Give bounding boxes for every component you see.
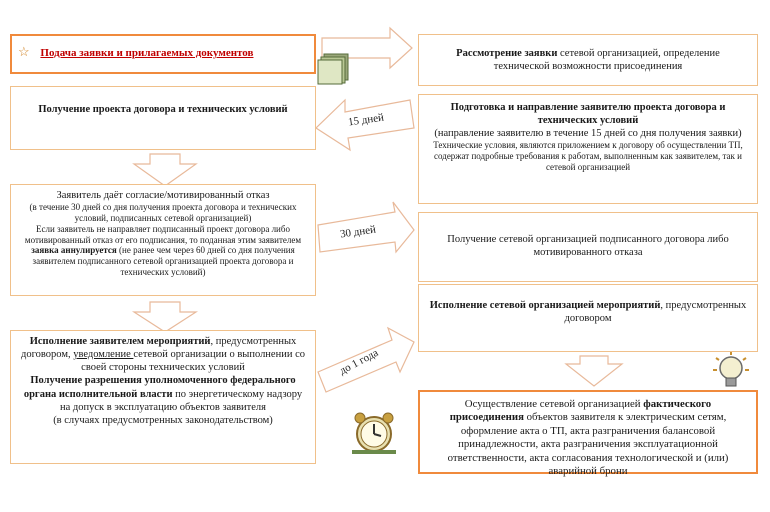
step-consent-note: Если заявитель не направляет подписанный…	[17, 224, 309, 278]
step-receive-signed: Получение сетевой организацией подписанн…	[418, 212, 758, 282]
lightbulb-icon	[710, 350, 752, 394]
step-receive-signed-text: Получение сетевой организацией подписанн…	[447, 234, 728, 258]
arrow-down-1	[134, 154, 196, 186]
step-prepare-contract: Подготовка и направление заявителю проек…	[418, 94, 758, 204]
step-consider: Рассмотрение заявки сетевой организацией…	[418, 34, 758, 86]
step-exec-network: Исполнение сетевой организацией мероприя…	[418, 284, 758, 352]
step-receive-title: Получение проекта договора и технических…	[38, 104, 287, 115]
step-prepare-title: Подготовка и направление заявителю проек…	[427, 101, 749, 127]
step-submit-title: Подача заявки и прилагаемых документов	[40, 47, 253, 59]
star-icon: ☆	[18, 44, 30, 59]
arrow-down-2	[134, 302, 196, 332]
step-final-connection: Осуществление сетевой организацией факти…	[418, 390, 758, 474]
documents-icon	[316, 52, 354, 86]
step-consider-title: Рассмотрение заявки	[456, 48, 557, 59]
step-exec-network-title: Исполнение сетевой организацией мероприя…	[430, 300, 661, 311]
step-prepare-note: Технические условия, являются приложение…	[427, 140, 749, 172]
step-submit-application: ☆ Подача заявки и прилагаемых документов	[10, 34, 316, 74]
step-exec-applicant: Исполнение заявителем мероприятий, преду…	[10, 330, 316, 464]
step-consent: Заявитель даёт согласие/мотивированный о…	[10, 184, 316, 296]
step-exec-applicant-note: (в случаях предусмотренных законодательс…	[19, 414, 307, 427]
step-consent-sub: (в течение 30 дней со дня получения прое…	[17, 202, 309, 224]
step-consent-title: Заявитель даёт согласие/мотивированный о…	[56, 190, 269, 201]
alarm-clock-icon	[348, 408, 400, 458]
step-receive-contract: Получение проекта договора и технических…	[10, 86, 316, 150]
arrow-down-3	[566, 356, 622, 386]
step-prepare-sub: (направление заявителю в течение 15 дней…	[427, 127, 749, 140]
